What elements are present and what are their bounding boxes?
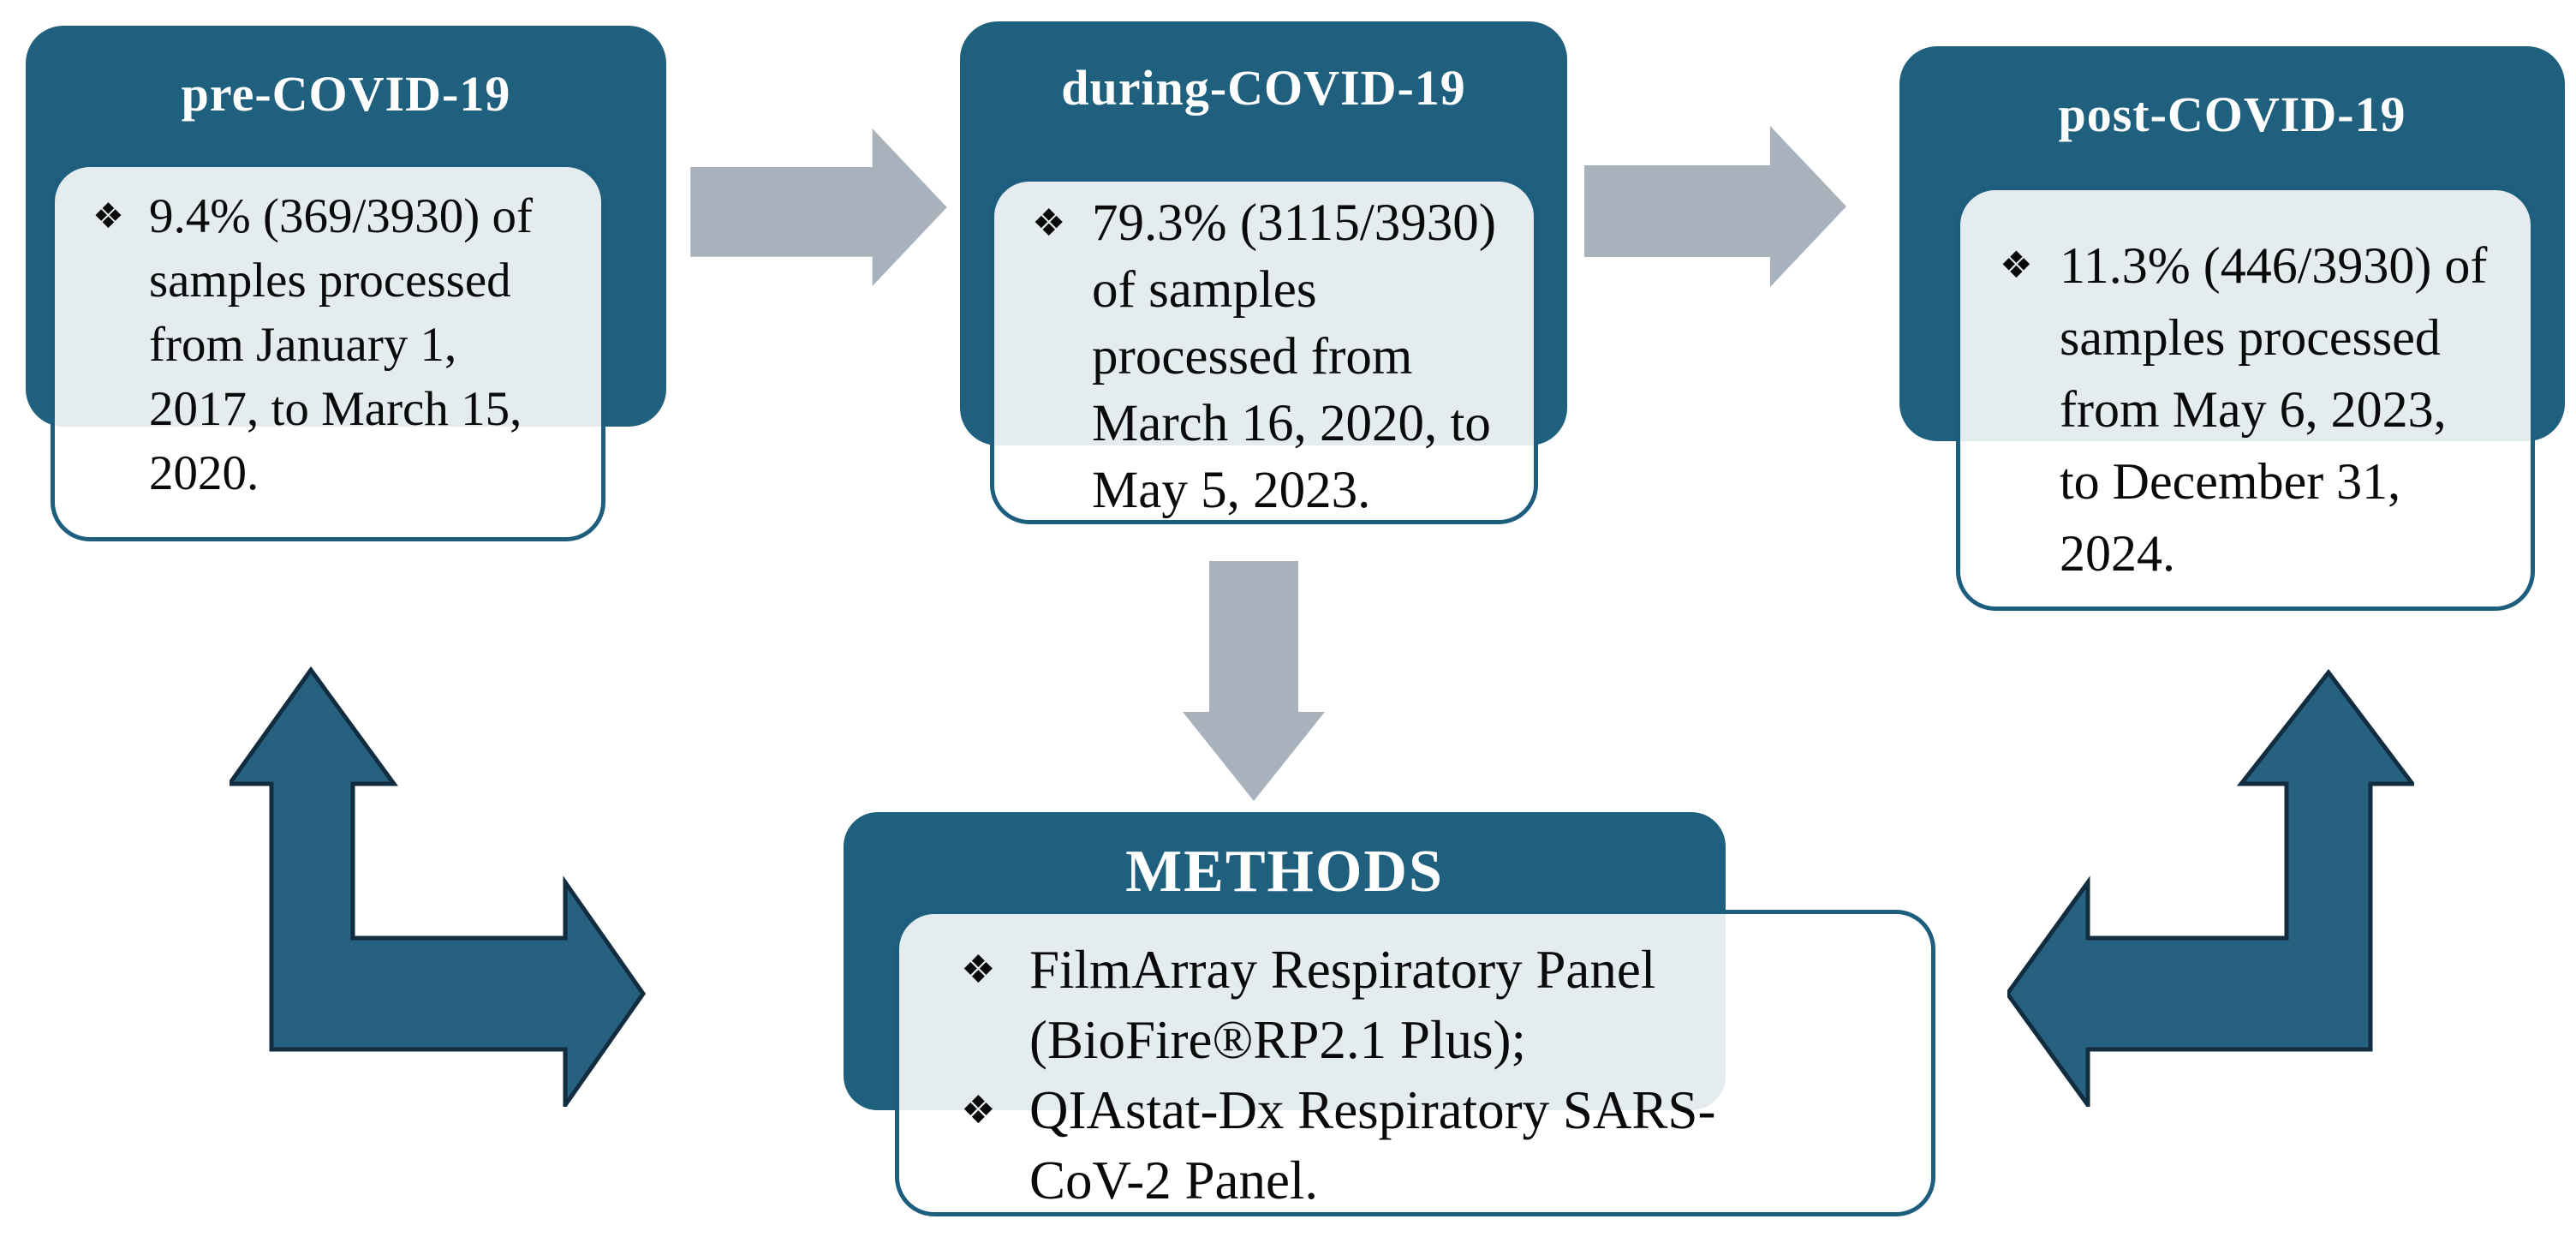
diamond-bullet-icon: ❖ [2000,244,2033,287]
during-to-post-arrow-icon [1584,126,1846,287]
text-line: 9.4% (369/3930) of [149,189,534,243]
during-covid-title: during-COVID-19 [1061,60,1466,116]
text-line: CoV-2 Panel. [1029,1150,1319,1210]
bent-up-right-arrow-shape [230,666,647,1107]
pre-covid-title: pre-COVID-19 [181,66,511,122]
text-line: March 16, 2020, to [1092,395,1491,452]
diamond-bullet-icon: ❖ [1032,201,1066,245]
block-arrow-right-shape [690,128,947,286]
post-covid-text: 11.3% (446/3930) of samples processed fr… [2060,230,2487,589]
during-covid-text: 79.3% (3115/3930) of samples processed f… [1092,190,1496,524]
diamond-bullet-icon: ❖ [92,195,124,236]
methods-item-qiastat-text: QIAstat-Dx Respiratory SARS- CoV-2 Panel… [1029,1075,1715,1216]
block-arrow-right-shape [1584,126,1846,287]
text-line: 2024. [2060,525,2175,582]
during-covid-card: ❖ 79.3% (3115/3930) of samples processed… [990,177,1538,524]
methods-item-qiastat: ❖ QIAstat-Dx Respiratory SARS- CoV-2 Pan… [961,1075,1917,1216]
methods-title: METHODS [1125,839,1444,905]
text-line: 2020. [149,446,259,500]
methods-card: ❖ FilmArray Respiratory Panel (BioFire®R… [895,910,1935,1216]
text-line: 2017, to March 15, [149,382,522,436]
text-line: samples processed [2060,309,2441,366]
text-line: from May 6, 2023, [2060,381,2447,438]
post-covid-title: post-COVID-19 [2058,87,2406,142]
pre-to-during-arrow-icon [690,128,947,286]
methods-post-bent-arrow-icon [2007,668,2414,1107]
pre-covid-bullet-item: ❖ 9.4% (369/3930) of samples processed f… [92,184,589,505]
text-line: FilmArray Respiratory Panel [1029,940,1656,1000]
methods-item-filmarray-text: FilmArray Respiratory Panel (BioFire®RP2… [1029,935,1655,1075]
text-line: 11.3% (446/3930) of [2060,237,2488,294]
text-line: to December 31, [2060,453,2401,510]
text-line: processed from [1092,328,1413,385]
text-line: (BioFire®RP2.1 Plus); [1029,1010,1526,1070]
text-line: samples processed [149,254,511,308]
text-line: May 5, 2023. [1092,462,1371,519]
text-line: 79.3% (3115/3930) [1092,194,1497,252]
bent-up-left-arrow-shape [2007,668,2414,1107]
block-arrow-down-shape [1183,561,1325,801]
during-to-methods-arrow-icon [1183,561,1325,801]
pre-covid-card: ❖ 9.4% (369/3930) of samples processed f… [51,163,605,541]
text-line: of samples [1092,261,1317,319]
text-line: from January 1, [149,318,457,372]
post-covid-bullet-item: ❖ 11.3% (446/3930) of samples processed … [2000,230,2520,589]
text-line: QIAstat-Dx Respiratory SARS- [1029,1080,1716,1140]
methods-pre-bent-arrow-icon [230,666,647,1107]
during-covid-bullet-item: ❖ 79.3% (3115/3930) of samples processed… [1032,190,1525,524]
methods-item-filmarray: ❖ FilmArray Respiratory Panel (BioFire®R… [961,935,1917,1075]
pre-covid-text: 9.4% (369/3930) of samples processed fro… [149,184,533,505]
diamond-bullet-icon: ❖ [961,1087,996,1132]
diamond-bullet-icon: ❖ [961,947,996,992]
post-covid-card: ❖ 11.3% (446/3930) of samples processed … [1956,186,2535,611]
